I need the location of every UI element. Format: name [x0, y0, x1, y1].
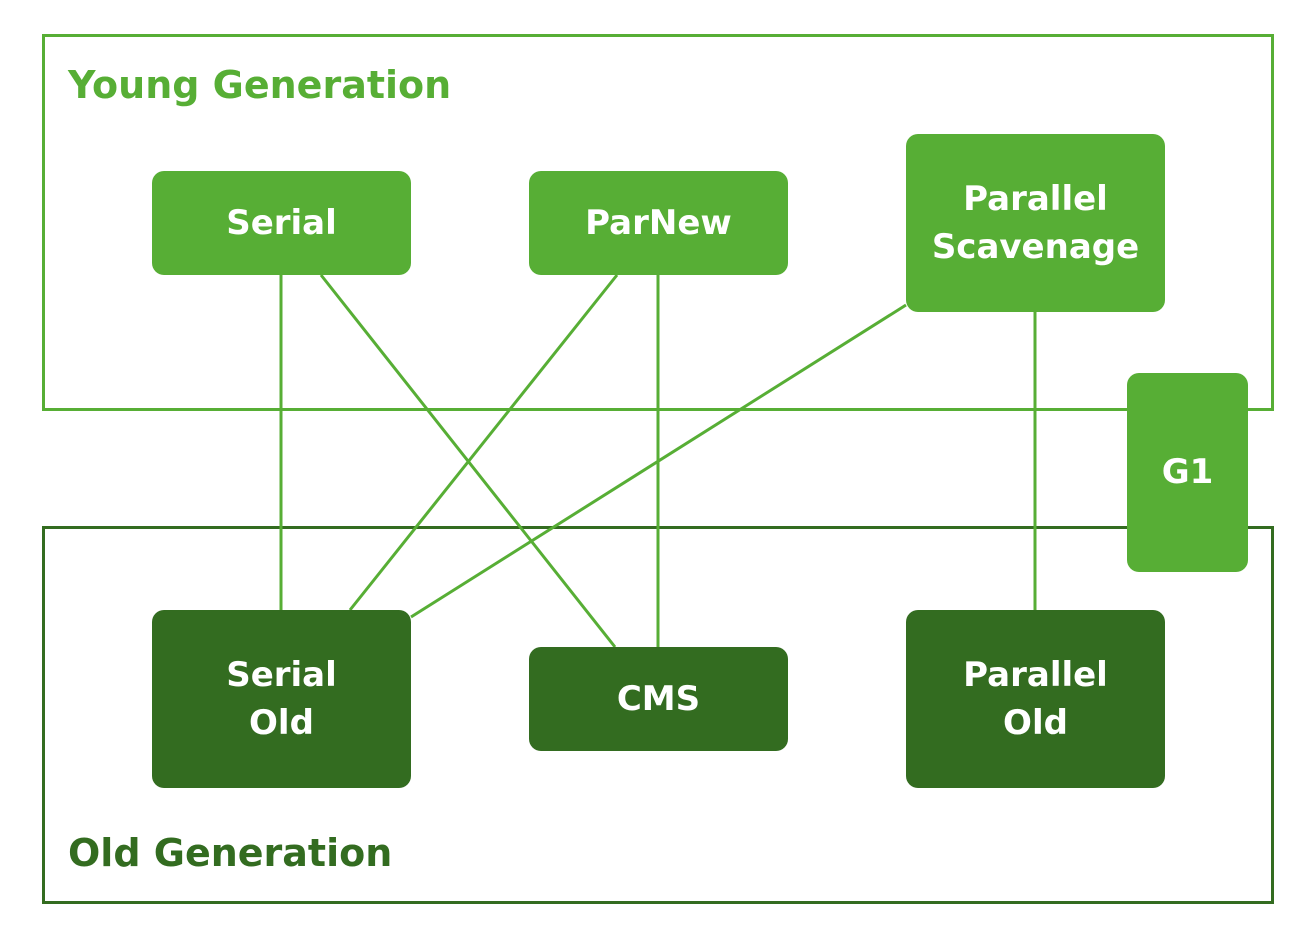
parallel-old-label: Parallel Old [963, 654, 1108, 743]
cms-label: CMS [616, 678, 701, 719]
young-generation-title: Young Generation [68, 63, 452, 107]
serial-label: Serial [226, 202, 337, 243]
cms-node: CMS [529, 647, 788, 751]
g1-node: G1 [1127, 373, 1248, 572]
parnew-label: ParNew [585, 202, 732, 243]
serial-old-node: Serial Old [152, 610, 411, 788]
link-parnew-serial-old [348, 274, 619, 611]
parallel-scavenge-label: Parallel Scavenage [931, 178, 1140, 267]
old-generation-title: Old Generation [68, 831, 393, 875]
g1-label: G1 [1161, 452, 1214, 493]
serial-old-label: Serial Old [226, 654, 337, 743]
link-parallel-scavenge-serial-old [410, 303, 907, 619]
parallel-scavenge-node: Parallel Scavenage [906, 134, 1165, 312]
serial-node: Serial [152, 171, 411, 275]
parnew-node: ParNew [529, 171, 788, 275]
parallel-old-node: Parallel Old [906, 610, 1165, 788]
